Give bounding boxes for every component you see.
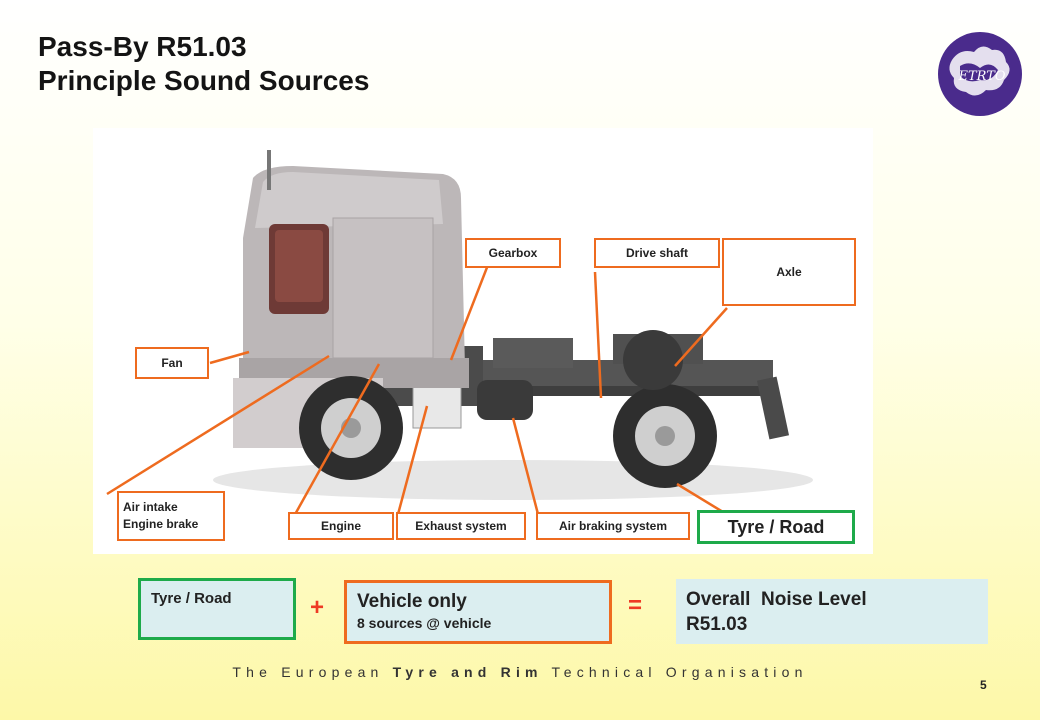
overall-noise-box: Overall Noise Level R51.03 — [676, 579, 988, 644]
title-line-2: Principle Sound Sources — [38, 65, 370, 96]
footer-part-1: The European — [232, 664, 393, 680]
axle-label: Axle — [722, 238, 856, 306]
exhaust-label: Exhaust system — [396, 512, 526, 540]
engine-text: Engine — [320, 519, 361, 533]
logo-text: ETRTO — [957, 69, 1005, 84]
vehicle-only-box: Vehicle only 8 sources @ vehicle — [344, 580, 612, 644]
tyre-road-label: Tyre / Road — [697, 510, 855, 544]
exhaust-text: Exhaust system — [415, 519, 507, 533]
drive-shaft-label: Drive shaft — [594, 238, 720, 268]
air-braking-text: Air braking system — [558, 519, 668, 533]
vehicle-only-title: Vehicle only — [357, 591, 467, 612]
plus-sign: + — [310, 594, 325, 621]
drive-shaft-text: Drive shaft — [625, 246, 689, 260]
page-number: 5 — [980, 678, 987, 692]
title-line-1: Pass-By R51.03 — [38, 31, 247, 62]
overall-noise-line-1: Overall Noise Level — [686, 589, 867, 610]
tyre-road-box-text: Tyre / Road — [151, 590, 232, 607]
air-intake-text: Air intake Engine brake — [123, 500, 199, 531]
truck-illustration — [106, 150, 813, 519]
engine-label: Engine — [288, 512, 394, 540]
air-intake-label: Air intake Engine brake — [117, 491, 225, 541]
equals-sign: = — [628, 592, 643, 619]
overall-noise-line-2: R51.03 — [686, 614, 748, 635]
etrto-logo: ETRTO — [930, 30, 1030, 120]
fan-text: Fan — [161, 356, 183, 370]
tyre-road-text: Tyre / Road — [727, 516, 825, 537]
air-braking-label: Air braking system — [536, 512, 690, 540]
footer-part-3: Technical Organisation — [542, 664, 808, 680]
gearbox-text: Gearbox — [488, 246, 538, 260]
vehicle-only-subtitle: 8 sources @ vehicle — [357, 615, 492, 631]
footer-part-2: Tyre and Rim — [392, 664, 543, 680]
fan-label: Fan — [135, 347, 209, 379]
organisation-footer: The European Tyre and Rim Technical Orga… — [0, 664, 1040, 680]
gearbox-label: Gearbox — [465, 238, 561, 268]
tyre-road-box: Tyre / Road — [138, 578, 296, 640]
slide-title: Pass-By R51.03 Principle Sound Sources — [38, 30, 369, 98]
truck-photo — [93, 128, 873, 554]
axle-text: Axle — [776, 265, 802, 279]
